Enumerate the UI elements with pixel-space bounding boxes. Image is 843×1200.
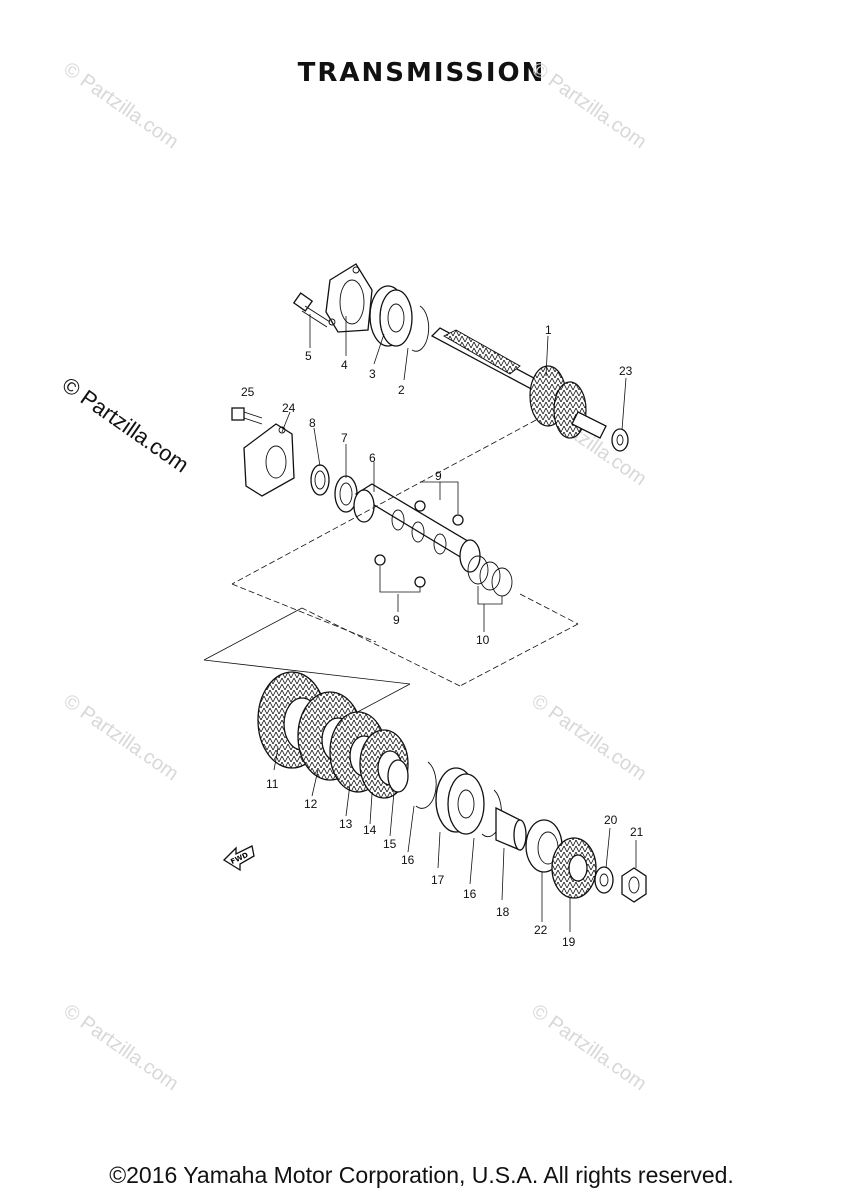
callout-12: 12 [304, 797, 318, 811]
main-axle-1 [430, 327, 607, 439]
washer-23 [611, 428, 629, 452]
callout-5: 5 [305, 349, 312, 363]
circlip-16a [415, 761, 437, 809]
bolt-5 [292, 292, 331, 328]
circlip-2 [411, 305, 430, 352]
leader-lines [273, 314, 637, 932]
callout-14: 14 [363, 823, 377, 837]
callout-2: 2 [398, 383, 405, 397]
copyright-footer: ©2016 Yamaha Motor Corporation, U.S.A. A… [109, 1162, 734, 1188]
shift-cam-6 [353, 483, 481, 573]
callout-17: 17 [431, 873, 445, 887]
bearing-3 [369, 285, 413, 347]
sprocket-19 [551, 837, 597, 899]
callout-10: 10 [476, 633, 490, 647]
callout-25: 25 [241, 385, 255, 399]
washer-8 [310, 464, 330, 496]
callout-7: 7 [341, 431, 348, 445]
callout-1: 1 [545, 323, 552, 337]
callout-8: 8 [309, 416, 316, 430]
bearing-plate-4 [325, 263, 373, 333]
forward-arrow-icon: FWD [222, 845, 255, 872]
callout-15: 15 [383, 837, 397, 851]
callout-23: 23 [619, 364, 633, 378]
assembly-guide-lines [203, 419, 579, 717]
callout-18: 18 [496, 905, 510, 919]
collar-18 [495, 806, 527, 851]
balls-9 [374, 500, 464, 588]
callout-6: 6 [369, 451, 376, 465]
callout-20: 20 [604, 813, 618, 827]
callout-16b: 16 [463, 887, 477, 901]
callout-22: 22 [534, 923, 548, 937]
bush-15 [387, 759, 409, 793]
callout-11: 11 [266, 777, 279, 791]
callout-9-upper: 9 [435, 469, 442, 483]
bearing-17 [435, 767, 485, 835]
lock-washer-20 [594, 866, 614, 894]
callout-13: 13 [339, 817, 353, 831]
callout-9-lower: 9 [393, 613, 400, 627]
nut-21 [621, 867, 647, 903]
callout-19: 19 [562, 935, 576, 949]
callout-21: 21 [630, 825, 644, 839]
stopper-24 [243, 423, 295, 497]
callouts: 1 2 3 4 5 6 7 8 9 9 10 11 12 13 14 15 16… [241, 323, 644, 949]
callout-3: 3 [369, 367, 376, 381]
page-title: TRANSMISSION [297, 58, 546, 88]
callout-16a: 16 [401, 853, 415, 867]
callout-24: 24 [282, 401, 296, 415]
bolt-25 [231, 407, 263, 425]
callout-4: 4 [341, 358, 348, 372]
